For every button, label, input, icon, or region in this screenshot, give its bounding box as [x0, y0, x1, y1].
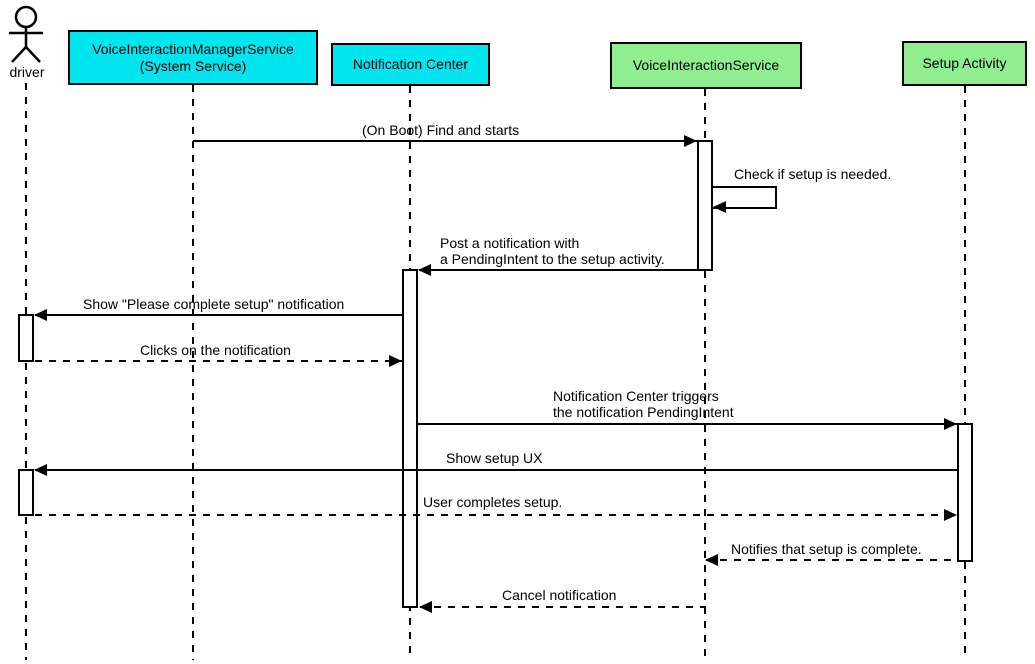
message-label-user-completes-setup: User completes setup.: [423, 494, 563, 510]
message-line-check-setup: [713, 186, 777, 209]
participant-box-vis: VoiceInteractionService: [610, 42, 802, 89]
arrowhead-clicks-notification: [389, 355, 402, 367]
actor-driver-icon: [9, 5, 43, 63]
message-label-check-setup: Check if setup is needed.: [734, 166, 892, 182]
participant-label-notification-center: Notification Center: [352, 56, 469, 72]
lifeline-vis: [704, 89, 706, 660]
lifeline-vims: [192, 85, 194, 660]
message-label-post-notification: Post a notification with a PendingIntent…: [440, 235, 665, 267]
message-line-show-notification: [35, 314, 402, 316]
activation-setup-activity: [957, 423, 973, 562]
message-label-show-setup-ux: Show setup UX: [446, 450, 543, 466]
activation-driver-2: [18, 469, 34, 516]
arrowhead-show-notification: [34, 309, 47, 321]
arrowhead-user-completes-setup: [944, 509, 957, 521]
message-label-show-notification: Show "Please complete setup" notificatio…: [83, 296, 345, 312]
participant-label-vis: VoiceInteractionService: [632, 57, 780, 73]
message-line-notifies-complete: [706, 559, 957, 561]
message-line-trigger-pendingintent: [418, 423, 957, 425]
participant-box-notification-center: Notification Center: [331, 43, 490, 86]
message-line-show-setup-ux: [35, 469, 957, 471]
lifeline-driver: [25, 83, 27, 660]
arrowhead-notifies-complete: [705, 554, 718, 566]
activation-notification-center: [402, 269, 418, 608]
message-line-user-completes-setup: [35, 514, 957, 516]
participant-box-vims: VoiceInteractionManagerService (System S…: [68, 30, 318, 85]
message-line-clicks-notification: [35, 360, 402, 362]
message-label-cancel-notification: Cancel notification: [502, 587, 617, 603]
arrowhead-on-boot: [684, 135, 697, 147]
message-label-notifies-complete: Notifies that setup is complete.: [731, 541, 922, 557]
arrowhead-trigger-pendingintent: [944, 418, 957, 430]
participant-label-vims: VoiceInteractionManagerService (System S…: [92, 40, 294, 74]
actor-driver-label: driver: [9, 64, 45, 80]
message-label-on-boot: (On Boot) Find and starts: [362, 122, 520, 138]
message-line-on-boot: [193, 140, 697, 142]
message-line-cancel-notification: [420, 606, 706, 608]
activation-vis: [697, 140, 713, 271]
arrowhead-check-setup: [713, 201, 726, 213]
arrowhead-post-notification: [418, 264, 431, 276]
message-label-clicks-notification: Clicks on the notification: [140, 342, 291, 358]
arrowhead-show-setup-ux: [34, 464, 47, 476]
arrowhead-cancel-notification: [419, 601, 432, 613]
message-line-post-notification: [419, 269, 697, 271]
participant-box-setup-activity: Setup Activity: [902, 41, 1027, 86]
lifeline-setup-activity: [964, 86, 966, 660]
message-label-trigger-pendingintent: Notification Center triggers the notific…: [553, 388, 734, 420]
participant-label-setup-activity: Setup Activity: [922, 55, 1007, 71]
activation-driver-1: [18, 314, 34, 362]
